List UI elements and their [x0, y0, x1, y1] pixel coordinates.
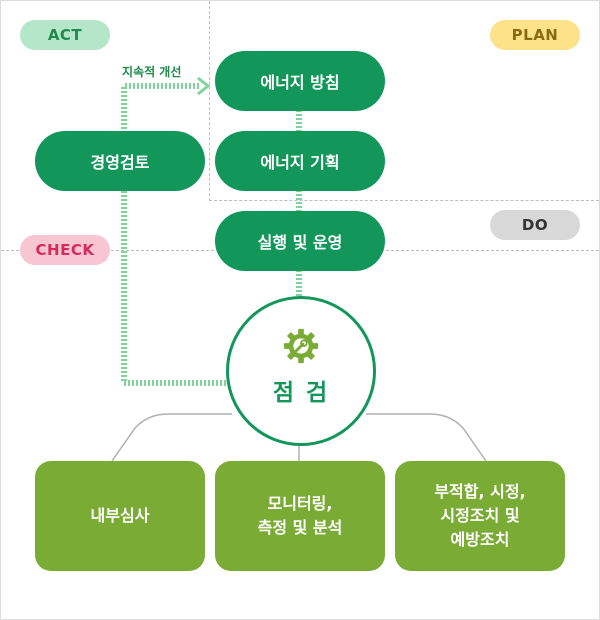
gear-wrench-icon [283, 328, 319, 364]
energy-policy-node: 에너지 방침 [215, 51, 385, 111]
branch-corrective-action [366, 413, 487, 462]
implementation-node: 실행 및 운영 [215, 211, 385, 271]
management-review-node: 경영검토 [35, 131, 205, 191]
improvement-loop-line [121, 83, 226, 386]
check-center-node: 점 검 [226, 296, 376, 446]
do-tag: DO [490, 210, 580, 240]
check-tag: CHECK [20, 235, 110, 265]
act-tag: ACT [20, 20, 110, 50]
plan-tag: PLAN [490, 20, 580, 50]
quadrant-divider-vertical [209, 1, 210, 201]
improvement-arrowhead [197, 76, 211, 96]
monitoring-measurement-box: 모니터링, 측정 및 분석 [215, 461, 385, 571]
check-center-label: 점 검 [272, 380, 330, 406]
energy-planning-node: 에너지 기획 [215, 131, 385, 191]
continuous-improvement-label: 지속적 개선 [122, 65, 182, 79]
quadrant-divider-plan-do [209, 200, 599, 201]
branch-internal-audit [111, 413, 232, 462]
corrective-action-box: 부적합, 시정, 시정조치 및 예방조치 [395, 461, 565, 571]
internal-audit-box: 내부심사 [35, 461, 205, 571]
